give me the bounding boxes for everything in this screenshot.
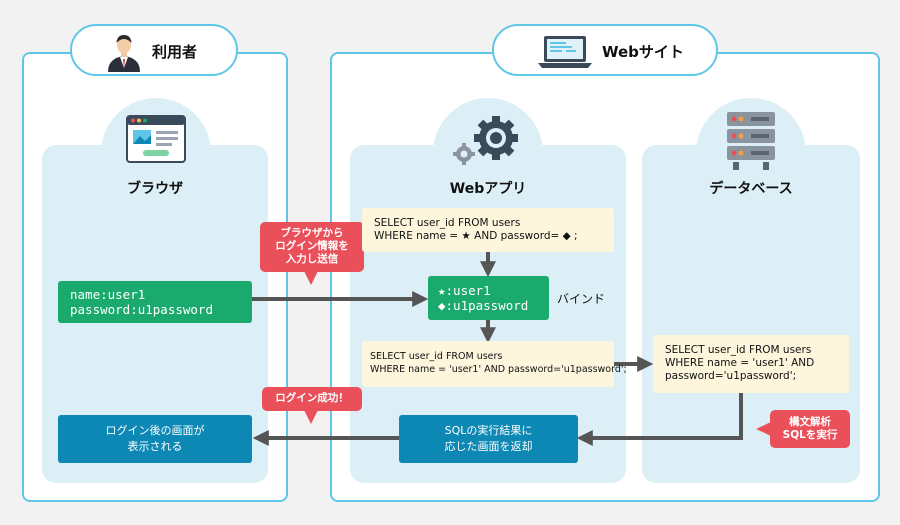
arrow-db-to-webapp xyxy=(576,393,743,446)
login-result-box: ログイン後の画面が 表示される xyxy=(58,415,252,463)
callout-send: ブラウザから ログイン情報を 入力し送信 xyxy=(260,222,364,272)
browser-column-title: ブラウザ xyxy=(127,181,183,197)
user-group-title: 利用者 xyxy=(152,43,198,61)
sql-template-box: SELECT user_id FROM users WHERE name = ★… xyxy=(362,208,614,252)
db-sql-box: SELECT user_id FROM users WHERE name = '… xyxy=(653,335,849,393)
callout-send-tail xyxy=(304,271,318,285)
webapp-result-box: SQLの実行結果に 応じた画面を返却 xyxy=(399,415,578,463)
database-column-title: データベース xyxy=(709,181,793,197)
login-input-box: name:user1 password:u1password xyxy=(58,281,252,323)
browser-window-icon xyxy=(126,115,186,163)
webapp-column-title: Webアプリ xyxy=(449,181,527,197)
website-group-title: Webサイト xyxy=(602,43,684,61)
bind-label: バインド xyxy=(557,292,606,306)
login-input-name: name:user1 xyxy=(70,287,146,302)
sql-bound-box: SELECT user_id FROM users WHERE name = '… xyxy=(362,341,627,387)
user-group-header: 利用者 xyxy=(70,24,238,76)
server-rack-icon xyxy=(727,112,775,170)
callout-success: ログイン成功！ xyxy=(262,387,362,411)
callout-success-tail xyxy=(304,410,318,424)
callout-parse: 構文解析 SQLを実行 xyxy=(770,410,850,448)
login-result-line-2: 表示される xyxy=(127,440,183,453)
user-avatar-icon xyxy=(108,35,140,72)
laptop-icon xyxy=(538,36,592,68)
login-input-password: password:u1password xyxy=(70,302,213,317)
gear-icon xyxy=(453,116,518,165)
bind-values-box: ★:user1 ◆:u1password xyxy=(428,276,549,320)
callout-parse-tail xyxy=(756,422,771,436)
login-result-line-1: ログイン後の画面が xyxy=(105,424,205,437)
website-group-header: Webサイト xyxy=(492,24,718,76)
